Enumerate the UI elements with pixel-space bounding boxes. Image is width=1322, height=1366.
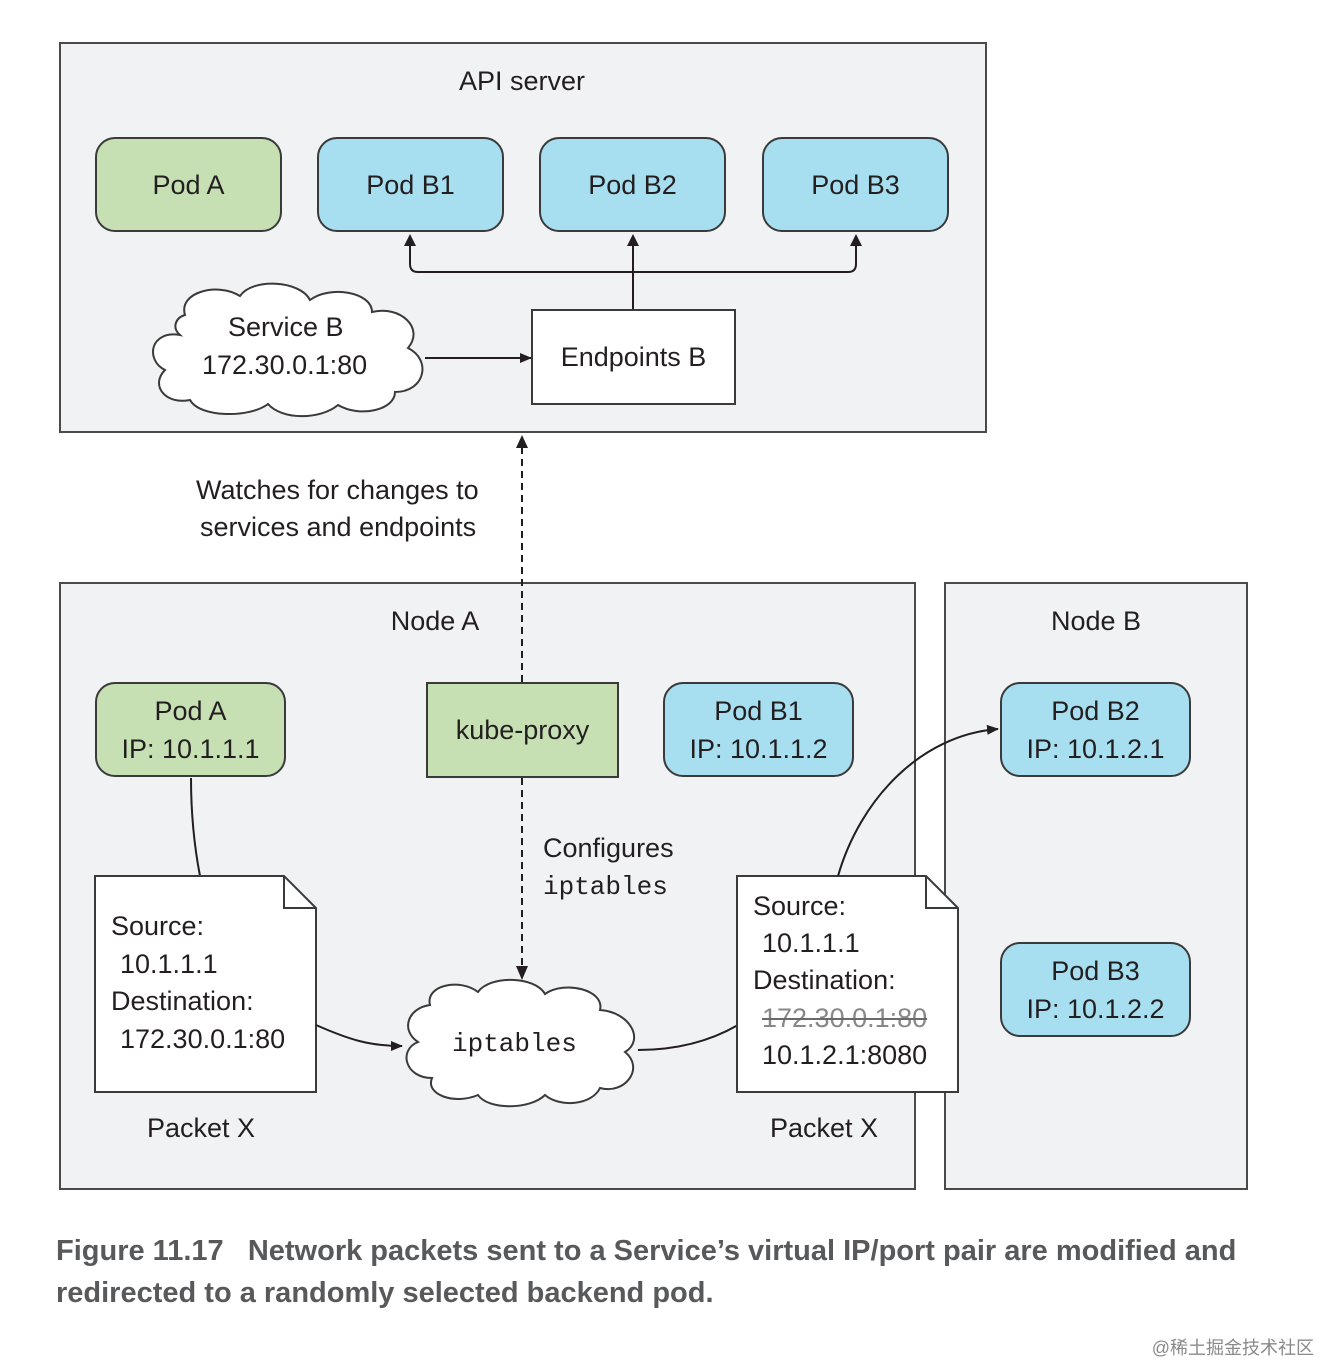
node-a-pod-b1: Pod B1 IP: 10.1.1.2 [663,682,854,777]
packet-in-source-label: Source: [111,911,205,941]
service-b-name: Service B [228,312,344,342]
packet-out-source-value: 10.1.1.1 [762,928,860,958]
endpoints-b-label: Endpoints B [560,341,707,372]
arrow-to-pod-b2 [627,234,639,246]
api-pod-b1: Pod B1 [317,137,504,232]
configures-label-line1: Configures [543,833,674,863]
node-a-pod-a-name: Pod A [154,695,227,726]
packet-in-source-value: 10.1.1.1 [120,949,218,979]
packet-out-source-label: Source: [753,891,847,921]
figure-caption-label: Figure 11.17 [56,1235,224,1267]
node-b-pod-b3-ip: IP: 10.1.2.2 [1026,993,1165,1024]
node-b-pod-b2-ip: IP: 10.1.2.1 [1026,733,1165,764]
packet-to-iptables-arrow [315,1024,403,1051]
watermark: @稀土掘金技术社区 [1151,1338,1314,1358]
kube-proxy-box: kube-proxy [426,682,619,778]
node-b-title: Node B [1050,606,1142,636]
packet-in-caption: Packet X [147,1113,256,1143]
packet-out-caption: Packet X [770,1113,879,1143]
node-b-pod-b3: Pod B3 IP: 10.1.2.2 [1000,942,1191,1037]
packet-in-document [94,875,317,1093]
node-b-pod-b3-name: Pod B3 [1051,955,1140,986]
iptables-label: iptables [452,1029,577,1059]
arrow-to-pod-b1 [404,234,416,246]
api-pod-a-label: Pod A [152,169,225,200]
watch-label-line1: Watches for changes to [196,475,479,505]
node-b-pod-b2: Pod B2 IP: 10.1.2.1 [1000,682,1191,777]
arrow-to-pod-b3 [850,234,862,246]
packet-out-dest-label: Destination: [753,965,896,995]
figure-caption: Figure 11.17 Network packets sent to a S… [56,1230,1256,1314]
kube-proxy-label: kube-proxy [455,714,590,745]
api-pod-b2-label: Pod B2 [588,169,677,200]
watch-arrowhead [516,435,528,448]
endpoints-b-box: Endpoints B [531,309,736,405]
node-a-pod-b1-ip: IP: 10.1.1.2 [689,733,828,764]
api-pod-a: Pod A [95,137,282,232]
api-pod-b1-label: Pod B1 [366,169,455,200]
api-pod-b3-label: Pod B3 [811,169,900,200]
node-a-pod-a: Pod A IP: 10.1.1.1 [95,682,286,777]
endpoints-fanout-connector [409,238,857,309]
configures-arrowhead [516,966,528,980]
service-b-ip: 172.30.0.1:80 [202,350,368,380]
service-b-cloud [152,282,424,418]
node-a-pod-a-ip: IP: 10.1.1.1 [121,733,260,764]
pod-a-to-packet-line [190,777,201,877]
packet-in-dest-label: Destination: [111,986,254,1016]
packet-out-document [736,875,959,1093]
packet-in-dest-value: 172.30.0.1:80 [120,1024,286,1054]
figure-caption-text: Network packets sent to a Service’s virt… [56,1235,1237,1309]
api-pod-b2: Pod B2 [539,137,726,232]
configures-label-line2: iptables [543,872,668,902]
packet-to-pod-b2-arrow [837,724,999,877]
iptables-to-packet-line [637,1024,739,1051]
node-a-title: Node A [390,606,480,636]
watch-label-line2: services and endpoints [200,512,477,542]
node-b-pod-b2-name: Pod B2 [1051,695,1140,726]
node-a-pod-b1-name: Pod B1 [714,695,803,726]
api-server-title: API server [458,66,586,96]
packet-out-dest-new: 10.1.2.1:8080 [762,1040,928,1070]
packet-out-dest-old: 172.30.0.1:80 [762,1003,928,1033]
api-pod-b3: Pod B3 [762,137,949,232]
iptables-cloud [405,978,636,1108]
